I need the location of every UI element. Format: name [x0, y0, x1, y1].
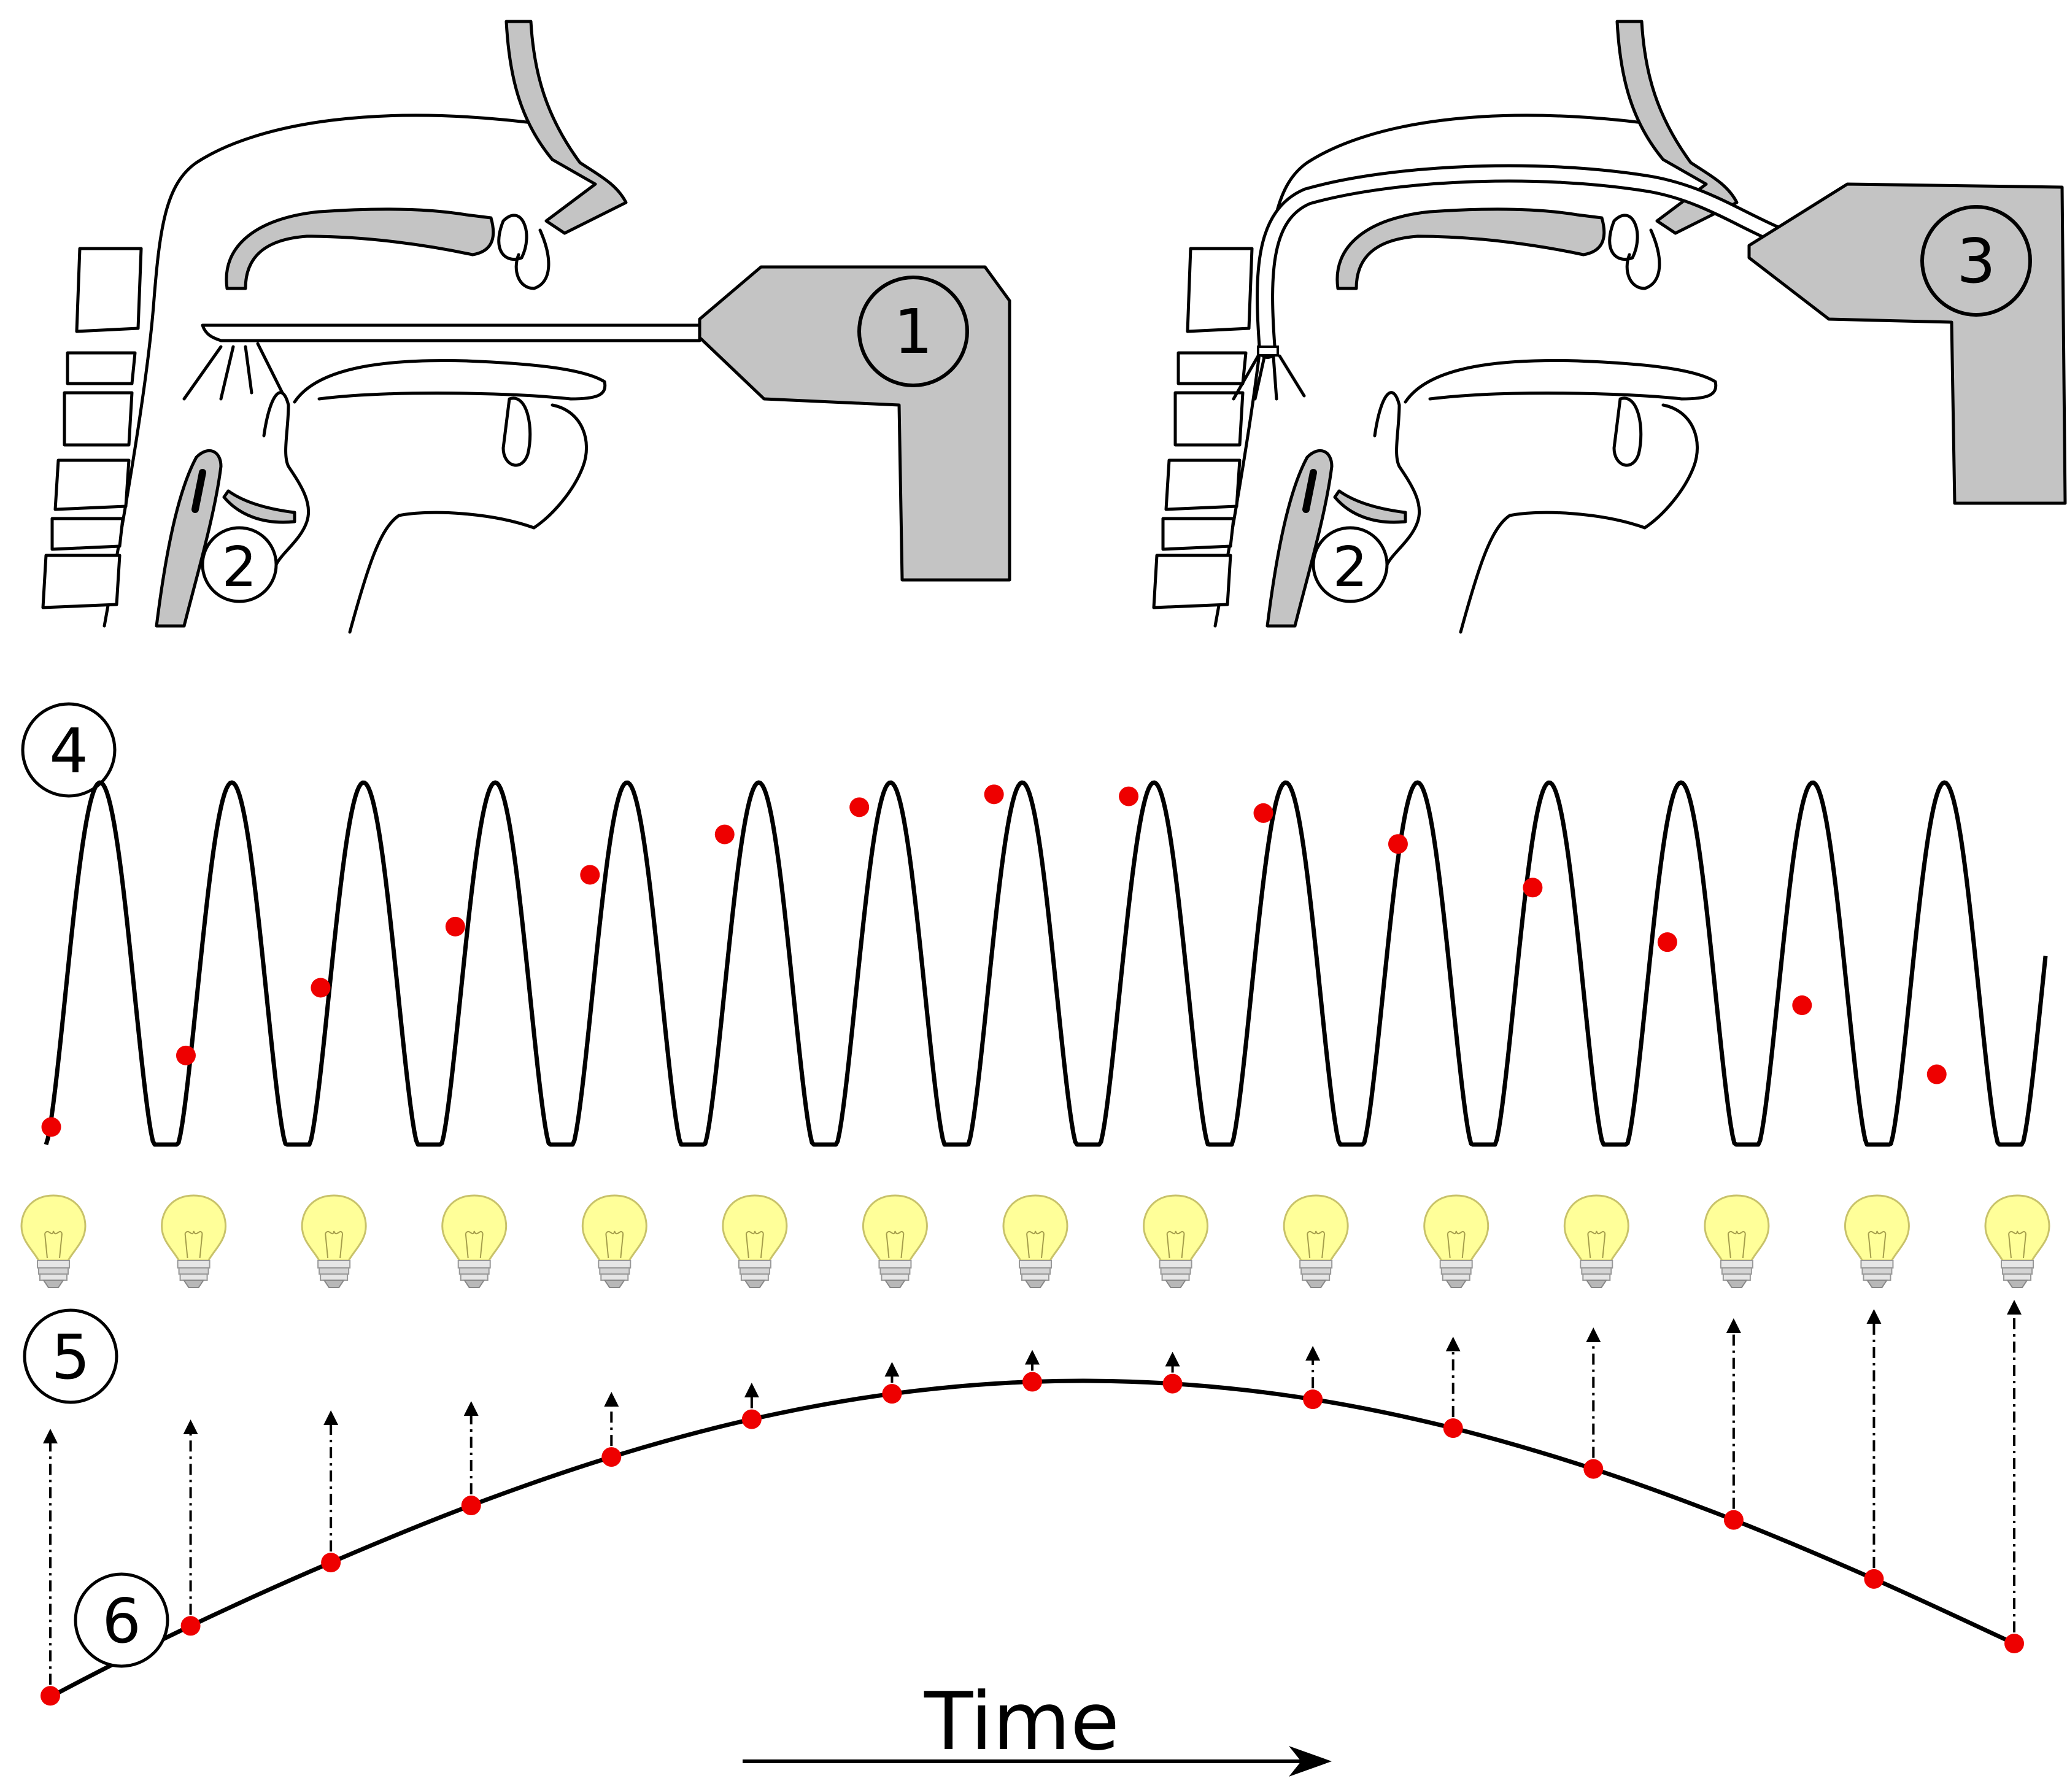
- light-bulb-icon: [20, 1194, 87, 1289]
- waveform-sample-point: [1388, 834, 1408, 854]
- light-bulb-icon: [1984, 1194, 2050, 1289]
- device-3-label: 3: [1957, 225, 1996, 297]
- reconstructed-sample-point: [1443, 1418, 1463, 1439]
- waveform-sample-point: [1792, 995, 1812, 1016]
- reconstructed-sample-point: [1583, 1459, 1604, 1479]
- right-head-illustration: 3 2: [1154, 21, 2067, 632]
- sampling-5-circle: [23, 1308, 118, 1404]
- waveform-sample-point: [984, 784, 1004, 805]
- throat-2-label-right: 2: [1332, 535, 1367, 600]
- waveform-sample-point: [1119, 786, 1139, 806]
- waveform-sample-point: [1253, 803, 1273, 823]
- waveform-sample-point: [1657, 932, 1677, 952]
- reconstructed-sample-point: [1162, 1373, 1183, 1394]
- light-bulb-icon: [1563, 1194, 1629, 1289]
- waveform-sample-point: [849, 797, 870, 817]
- light-bulb-icon: [1143, 1194, 1209, 1289]
- reconstructed-sample-point: [41, 1686, 60, 1706]
- light-bulb-icon: [1002, 1194, 1068, 1289]
- reconstructed-sample-point: [321, 1553, 341, 1573]
- waveform-sample-point: [445, 916, 465, 937]
- waveform-sample-point: [580, 865, 600, 885]
- light-bulb-icon: [441, 1194, 508, 1289]
- time-axis-label: Time: [924, 1675, 1119, 1768]
- reconstructed-sample-point: [882, 1384, 902, 1404]
- reconstruction-6-label: 6: [102, 1585, 141, 1657]
- waveform-sample-points: [41, 784, 1947, 1137]
- sampling-arrows: [43, 1300, 2022, 1685]
- strobe-lights: [20, 1194, 2050, 1289]
- reconstructed-sample-point: [2004, 1634, 2024, 1654]
- light-bulb-icon: [1844, 1194, 1910, 1289]
- left-head-illustration: 1 2: [43, 21, 1011, 632]
- device-3-circle: [1920, 205, 2032, 317]
- time-arrow-head: [1289, 1746, 1332, 1777]
- throat-2-label-left: 2: [222, 535, 257, 600]
- vocal-fold-waveform: [44, 780, 2048, 1147]
- reconstructed-sample-point: [1303, 1389, 1323, 1410]
- light-bulb-icon: [1704, 1194, 1770, 1289]
- light-bulb-icon: [1283, 1194, 1349, 1289]
- sampling-5-label: 5: [51, 1321, 90, 1393]
- reconstructed-sample-point: [1723, 1510, 1744, 1530]
- waveform-sample-point: [1523, 878, 1543, 898]
- waveform-sample-point: [41, 1117, 61, 1137]
- reconstructed-sample-point: [601, 1447, 622, 1467]
- light-bulb-icon: [722, 1194, 788, 1289]
- light-bulb-icon: [301, 1194, 367, 1289]
- device-1-circle: [857, 276, 969, 387]
- waveform-sample-point: [311, 978, 331, 998]
- light-bulb-icon: [1423, 1194, 1489, 1289]
- reconstructed-sample-point: [461, 1496, 481, 1516]
- reconstructed-sample-point: [741, 1409, 762, 1429]
- reconstructed-sample-point: [1864, 1569, 1884, 1589]
- device-1-label: 1: [894, 296, 933, 368]
- waveform-sample-point: [1926, 1064, 1947, 1084]
- reconstructed-sample-point: [180, 1616, 201, 1636]
- waveform-sample-point: [714, 824, 735, 844]
- light-bulb-icon: [161, 1194, 227, 1289]
- light-bulb-icon: [581, 1194, 647, 1289]
- reconstruction-6-circle: [74, 1572, 169, 1668]
- reconstructed-sample-point: [1022, 1372, 1042, 1392]
- waveform-sample-point: [176, 1045, 196, 1065]
- reconstructed-slow-motion-curve: [49, 1378, 2015, 1699]
- signal-4-label: 4: [49, 715, 88, 787]
- reconstructed-sample-points: [41, 1372, 2024, 1706]
- signal-4-circle: [21, 702, 117, 798]
- light-bulb-icon: [862, 1194, 928, 1289]
